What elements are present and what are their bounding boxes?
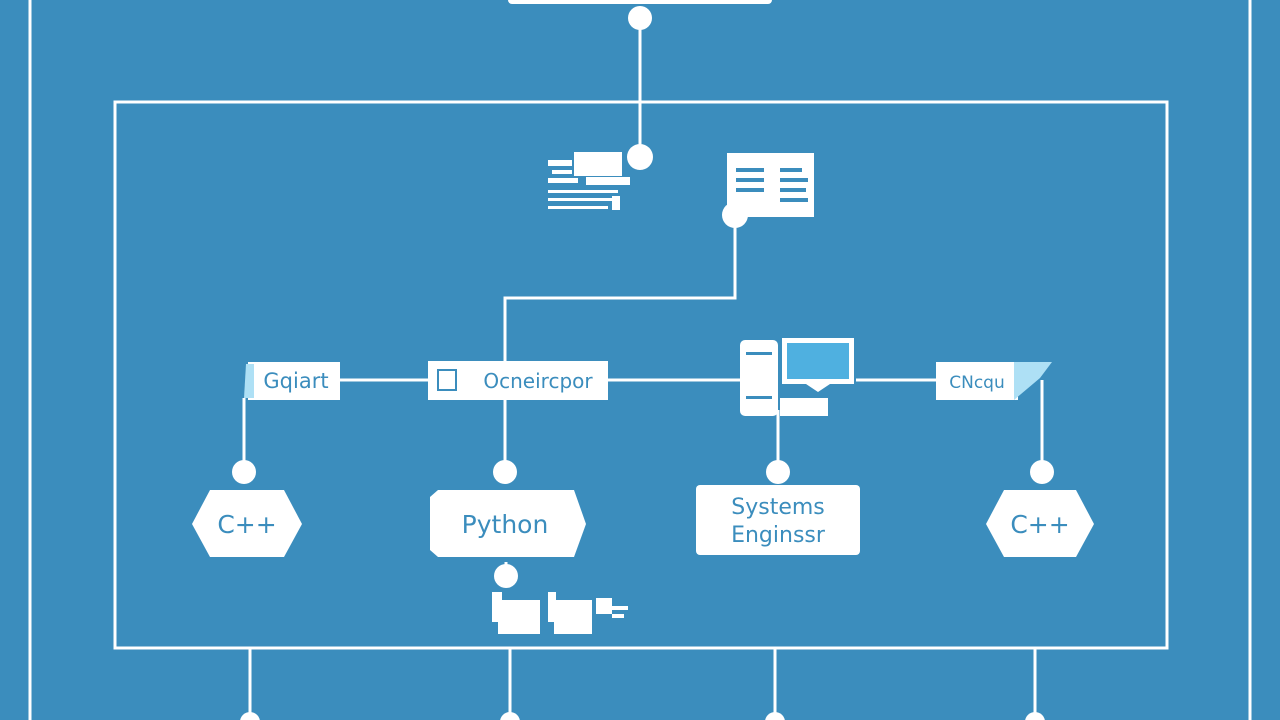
top-node-box[interactable] xyxy=(508,0,772,4)
outer-frame xyxy=(28,0,1252,720)
computer-workstation-icon xyxy=(740,338,854,416)
node-cpp-left-text: C++ xyxy=(217,510,276,539)
connector-dots xyxy=(232,6,1054,720)
node-cpp-right[interactable]: C++ xyxy=(986,490,1094,557)
label-right-text: CNcqu xyxy=(949,373,1005,393)
node-cpp-right-text: C++ xyxy=(1010,510,1069,539)
node-systems-engineer[interactable]: Systems Enginssr xyxy=(696,485,860,555)
label-left[interactable]: Gqiart xyxy=(244,362,340,400)
label-left-text: Gqiart xyxy=(263,369,328,393)
document-window-icon xyxy=(727,153,814,217)
node-cpp-left[interactable]: C++ xyxy=(192,490,302,557)
label-center-text: Ocneircpor xyxy=(483,369,593,393)
label-center[interactable]: Ocneircpor xyxy=(428,361,608,400)
node-python[interactable]: Python xyxy=(430,490,586,557)
chair-desk-icon xyxy=(492,592,628,634)
connector-lines xyxy=(242,18,1044,720)
laptop-stack-icon xyxy=(548,152,630,210)
node-systems-line2: Enginssr xyxy=(731,523,826,548)
label-right[interactable]: CNcqu xyxy=(936,362,1052,400)
node-python-text: Python xyxy=(462,510,549,539)
node-systems-line1: Systems xyxy=(731,495,825,520)
